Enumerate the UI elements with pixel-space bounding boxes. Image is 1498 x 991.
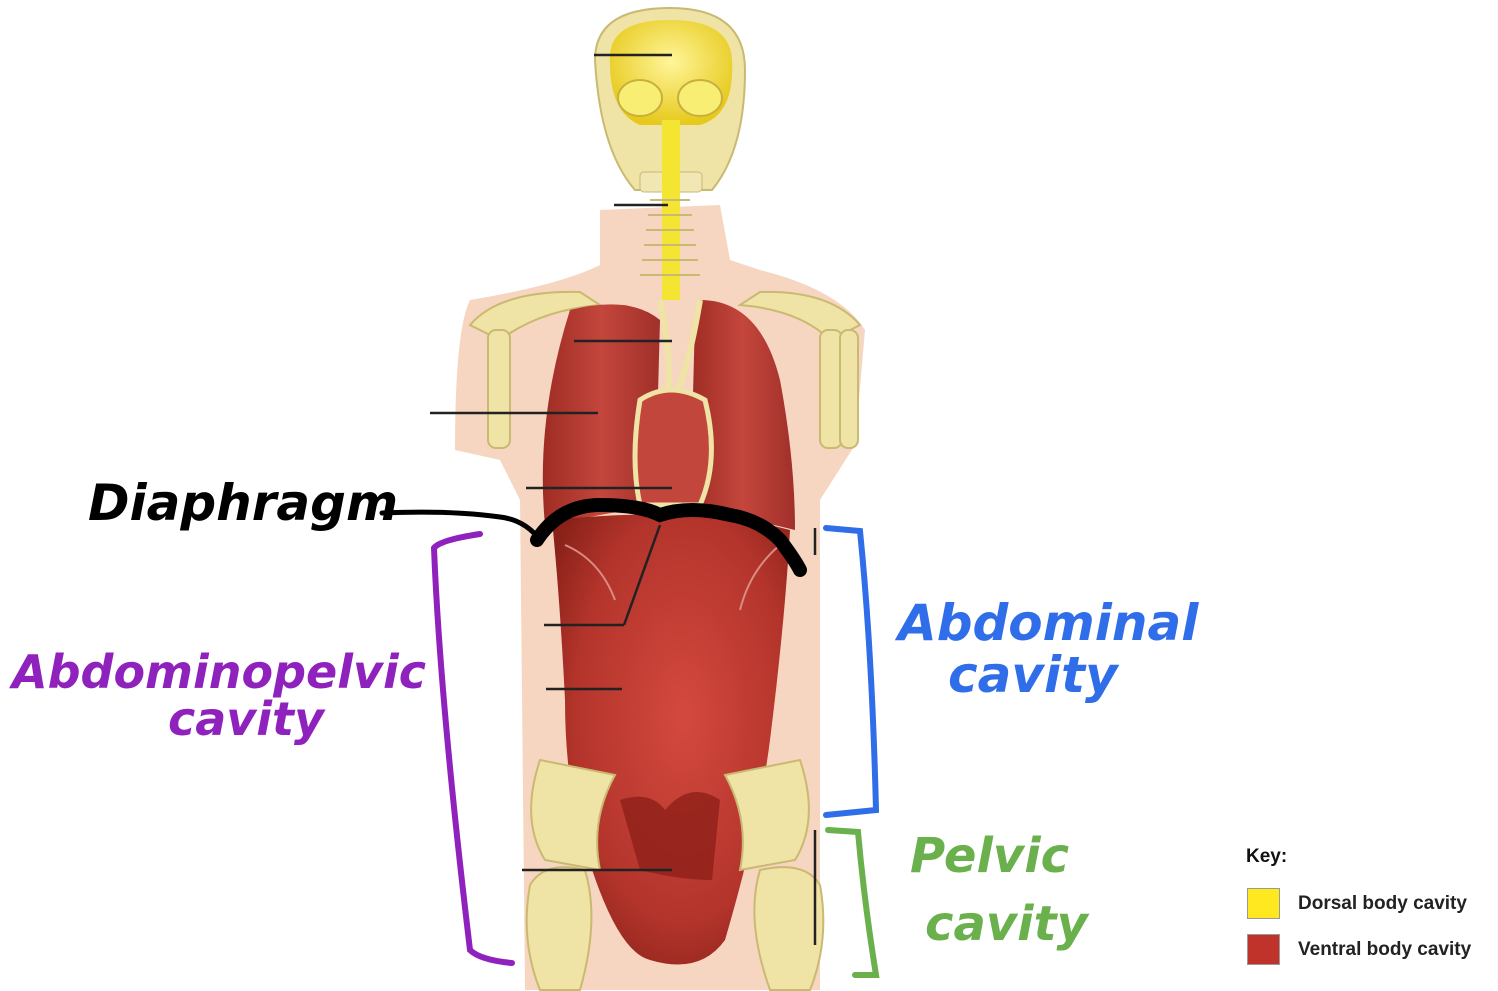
- pelvic-bracket: [825, 827, 880, 978]
- pelvic-label-1: Pelvic: [910, 828, 1069, 884]
- vertebrae: [640, 199, 700, 276]
- spinal-cord: [662, 120, 680, 300]
- abdominopelvic-bracket: [430, 531, 515, 966]
- abdominopelvic-label-2: cavity: [168, 692, 326, 746]
- dorsal-swatch: [1247, 888, 1280, 919]
- thoracic-cavity: [542, 299, 795, 530]
- leader-lines: [430, 53, 817, 945]
- abdominal-label-2: cavity: [948, 646, 1120, 704]
- pelvic-label-2: cavity: [925, 896, 1090, 952]
- key-item-dorsal: Dorsal body cavity: [1247, 888, 1467, 919]
- abdominal-label-1: Abdominal: [894, 594, 1199, 652]
- abdominal-bracket: [823, 525, 880, 818]
- shoulder-bones: [468, 290, 862, 449]
- key-title: Key:: [1246, 846, 1288, 867]
- abdominopelvic-label-1: Abdominopelvic: [9, 645, 426, 699]
- abdominopelvic-organs: [552, 514, 790, 965]
- key-item-ventral: Ventral body cavity: [1247, 934, 1471, 965]
- ventral-swatch: [1247, 934, 1280, 965]
- key-label-ventral: Ventral body cavity: [1298, 938, 1472, 960]
- pelvis: [525, 758, 825, 991]
- diaphragm-pointer: [379, 509, 543, 543]
- diaphragm-line: [530, 497, 807, 577]
- key-label-dorsal: Dorsal body cavity: [1298, 892, 1467, 914]
- diaphragm-label: Diaphragm: [88, 474, 398, 532]
